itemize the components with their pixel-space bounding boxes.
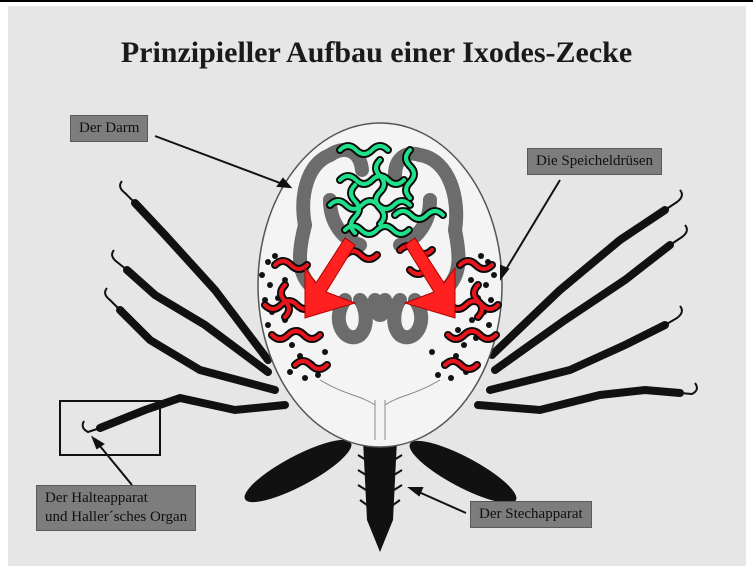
- label-speicheldruesen: Die Speicheldrüsen: [527, 148, 662, 175]
- hypostome: [363, 440, 397, 552]
- label-stechapparat: Der Stechapparat: [470, 501, 592, 528]
- label-darm: Der Darm: [70, 115, 148, 142]
- legs-left: [88, 193, 285, 432]
- left-palp: [238, 430, 358, 513]
- label-halteapparat: Der Halteapparat und Haller´sches Organ: [36, 485, 196, 531]
- legs-right: [478, 202, 692, 410]
- page-title: Prinzipieller Aufbau einer Ixodes-Zecke: [0, 36, 753, 70]
- label-halteapparat-line1: Der Halteapparat: [45, 489, 187, 508]
- claws-right: [677, 190, 697, 394]
- label-halteapparat-line2: und Haller´sches Organ: [45, 508, 187, 527]
